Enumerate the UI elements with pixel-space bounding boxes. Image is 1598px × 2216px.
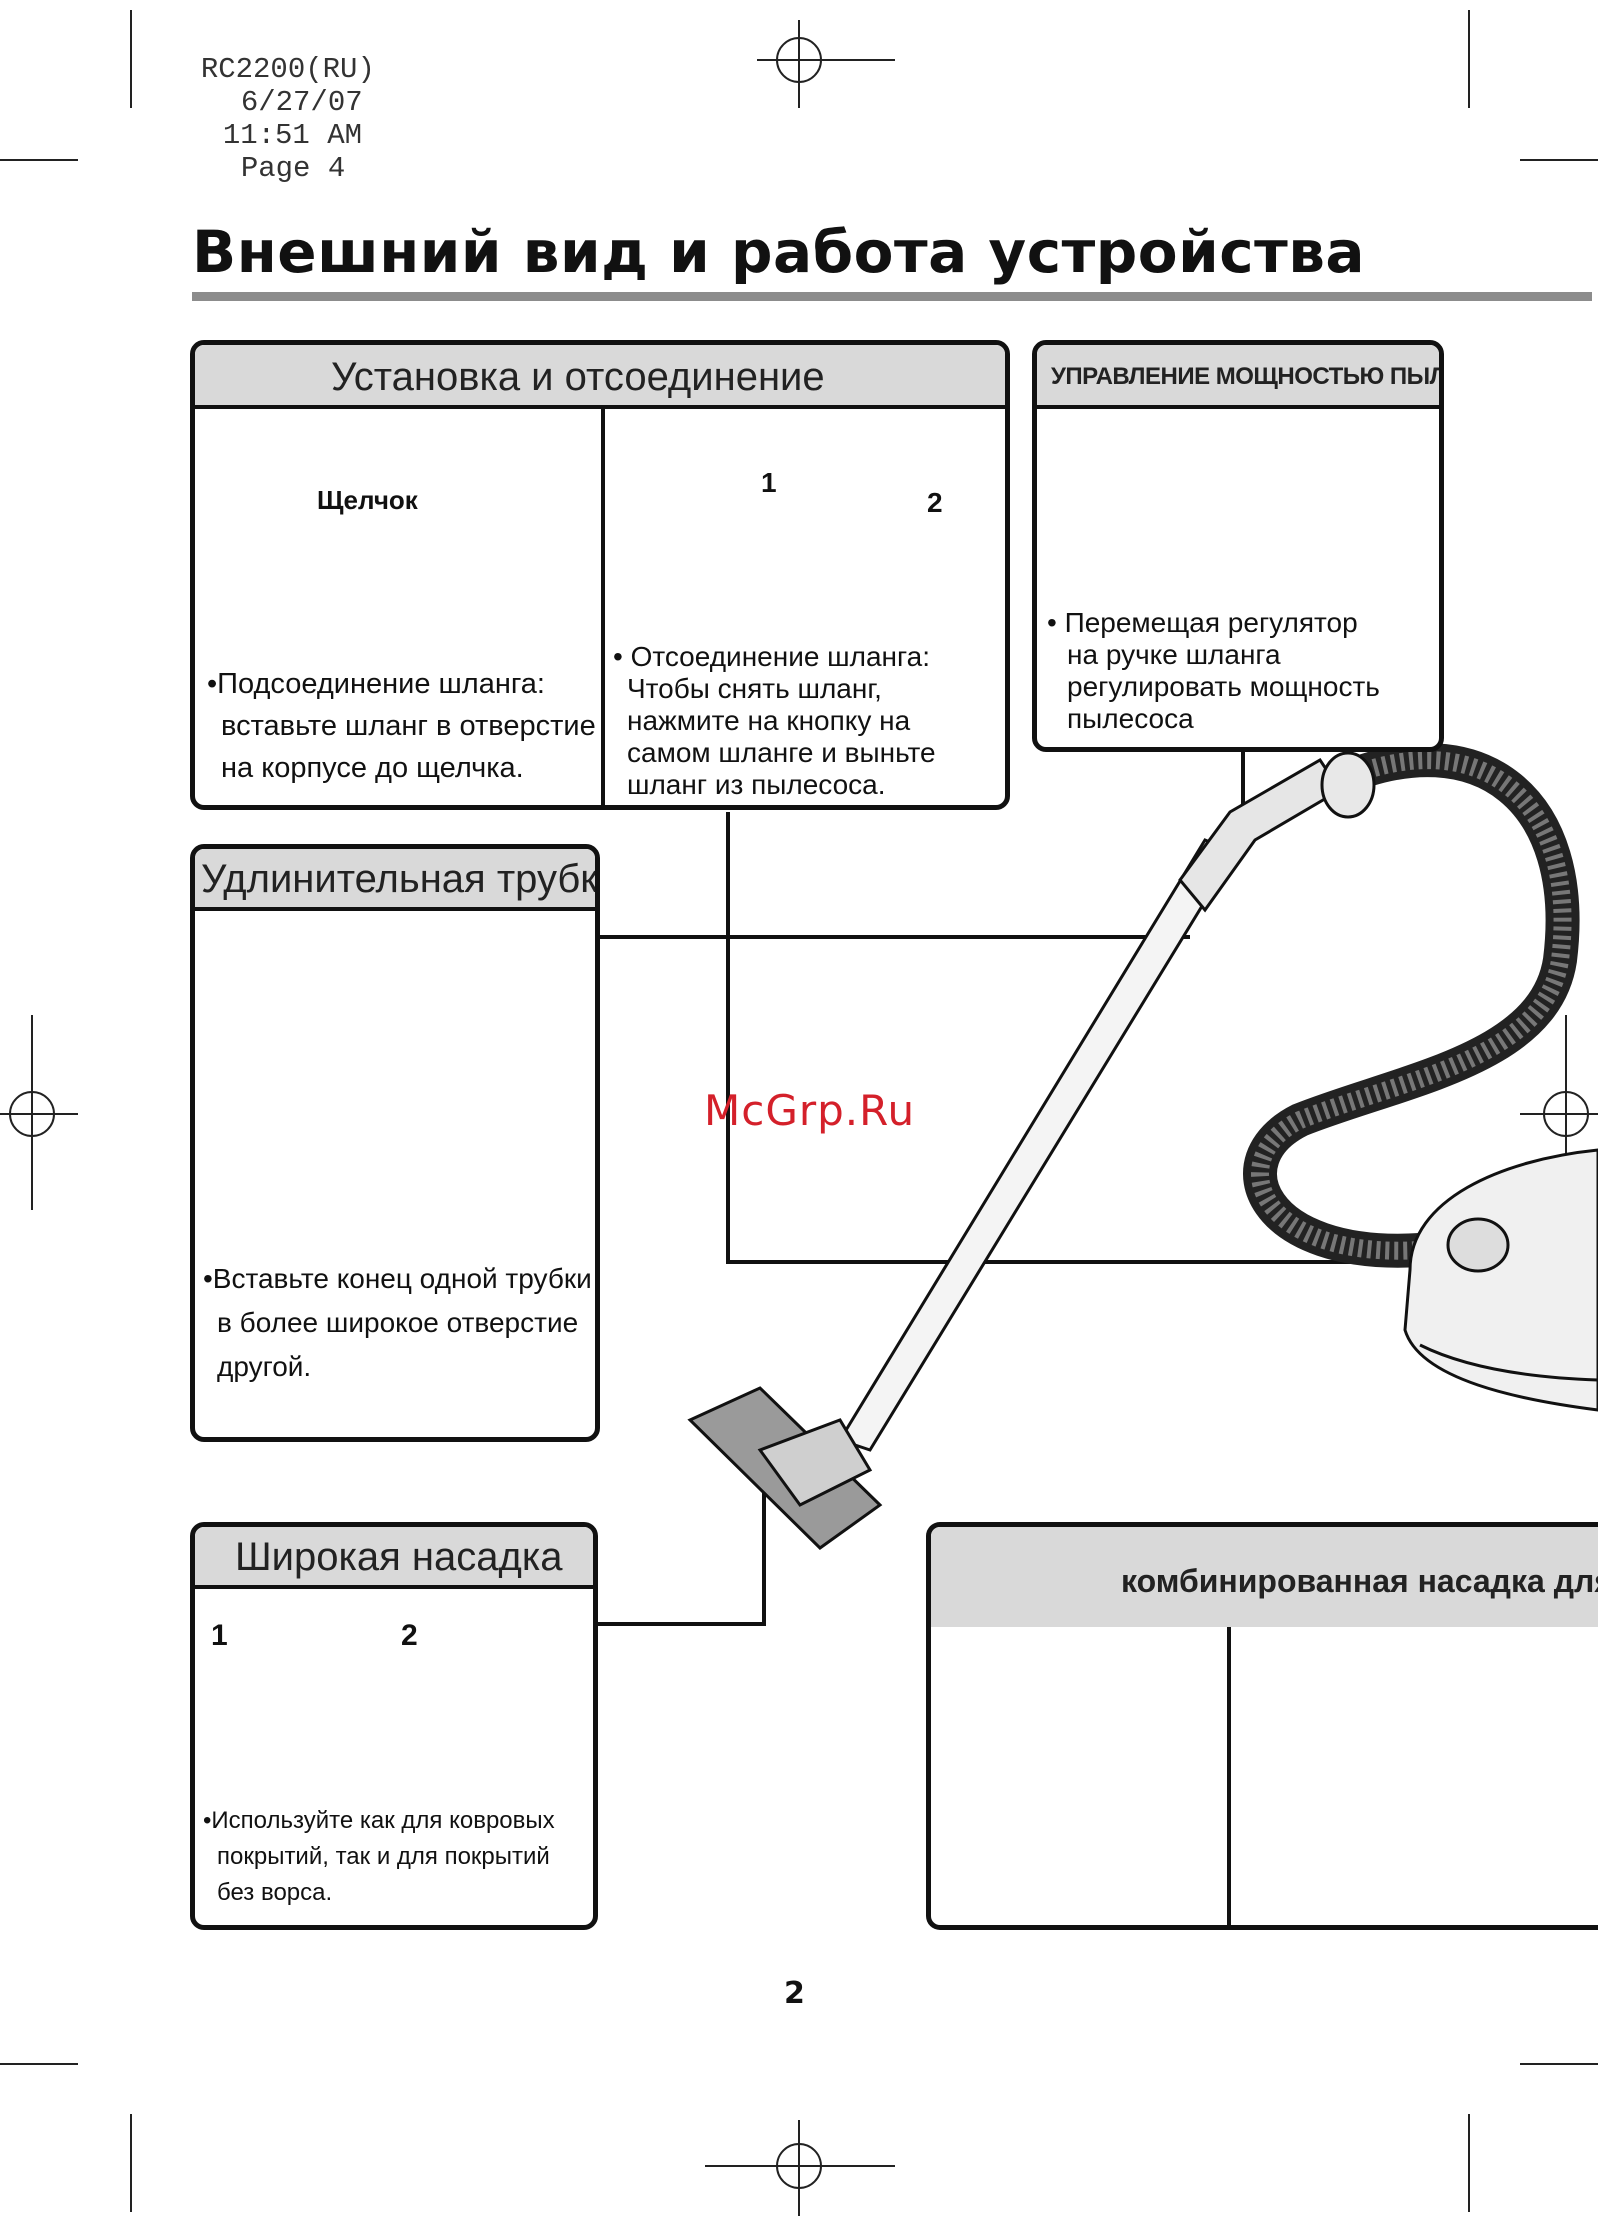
detach-step2-label: 2	[927, 487, 943, 518]
power-panel-line: на ручке шланга	[1067, 639, 1281, 670]
power-panel-header	[1037, 345, 1439, 409]
tube-panel: Удлинительная трубка •Вставьте конец одн…	[190, 844, 600, 1442]
wand-handle	[1178, 757, 1343, 913]
doc-code: RC2200(RU)	[200, 53, 375, 86]
combo-panel: комбинированная насадка для ш	[926, 1522, 1598, 1930]
install-detach-text: • Отсоединение шланга: Чтобы снять шланг…	[613, 641, 1005, 801]
install-panel-divider	[601, 405, 605, 805]
tube-panel-text: •Вставьте конец одной трубки в более шир…	[203, 1257, 595, 1389]
nozzle-mode2-label: 2	[401, 1619, 418, 1652]
vacuum-illustration	[687, 743, 1598, 1550]
tube-panel-header	[195, 849, 595, 911]
install-panel: Установка и отсоединение Щелчок 1 2 •Под…	[190, 340, 1010, 810]
print-header: RC2200(RU) 6/27/07 11:51 AM Page 4	[166, 20, 375, 185]
nozzle-panel-line: без ворса.	[217, 1879, 333, 1906]
detach-step1-label: 1	[761, 467, 777, 498]
power-panel-line: пылесоса	[1067, 703, 1194, 734]
nozzle-panel-line: •Используйте как для ковровых	[203, 1807, 555, 1834]
hose-cuff	[1320, 751, 1376, 819]
install-attach-line: вставьте шланг в отверстие	[221, 710, 596, 742]
page-number: 2	[784, 1976, 805, 2011]
print-date: 6/27/07	[240, 86, 363, 119]
nozzle-panel-line: покрытий, так и для покрытий	[217, 1843, 550, 1870]
tube-panel-line: •Вставьте конец одной трубки	[203, 1263, 592, 1294]
watermark: McGrp.Ru	[704, 1086, 916, 1135]
registration-mark-left	[0, 1015, 78, 1210]
power-panel: УПРАВЛЕНИЕ МОЩНОСТЬЮ ПЫЛЕСОСА • Перемеща…	[1032, 340, 1444, 752]
print-time: 11:51 AM	[222, 119, 363, 152]
install-panel-header	[195, 345, 1005, 409]
power-panel-line: регулировать мощность	[1067, 671, 1380, 702]
combo-panel-divider	[1227, 1627, 1231, 1925]
combo-panel-title: комбинированная насадка для ш	[1121, 1563, 1598, 1599]
install-detach-line: Чтобы снять шланг,	[627, 673, 882, 704]
leader-lines	[594, 752, 1440, 1626]
install-attach-line: на корпусе до щелчка.	[221, 752, 524, 784]
page-title: Внешний вид и работа устройства	[192, 218, 1366, 286]
nozzle-mode1-label: 1	[211, 1619, 228, 1652]
nozzle-panel-header	[195, 1527, 593, 1589]
install-detach-line: шланг из пылесоса.	[627, 769, 886, 800]
registration-mark-bottom	[705, 2120, 895, 2216]
click-label: Щелчок	[317, 485, 418, 515]
crop-marks	[0, 10, 1598, 2212]
tube-panel-title: Удлинительная трубка	[201, 857, 600, 901]
nozzle-panel: Широкая насадка 1 2 •Используйте как для…	[190, 1522, 598, 1930]
install-attach-text: •Подсоединение шланга: вставьте шланг в …	[207, 663, 597, 789]
nozzle-panel-text: •Используйте как для ковровых покрытий, …	[203, 1803, 593, 1911]
install-panel-title: Установка и отсоединение	[331, 355, 825, 399]
registration-mark-top	[757, 20, 895, 108]
install-detach-line: нажмите на кнопку на	[627, 705, 911, 736]
title-rule	[192, 292, 1592, 301]
power-panel-line: • Перемещая регулятор	[1047, 607, 1358, 638]
wand-tube	[837, 838, 1238, 1452]
power-panel-text: • Перемещая регулятор на ручке шланга ре…	[1047, 607, 1439, 735]
install-detach-line: самом шланге и выньте	[627, 737, 936, 768]
print-page-label: Page 4	[240, 152, 346, 185]
nozzle-panel-title: Широкая насадка	[235, 1535, 563, 1579]
tube-panel-line: в более широкое отверстие	[217, 1307, 579, 1338]
power-panel-title: УПРАВЛЕНИЕ МОЩНОСТЬЮ ПЫЛЕСОСА	[1051, 363, 1439, 390]
install-attach-line: •Подсоединение шланга:	[207, 668, 545, 700]
combo-panel-header	[931, 1527, 1598, 1627]
install-detach-line: • Отсоединение шланга:	[613, 641, 930, 672]
tube-panel-line: другой.	[217, 1351, 312, 1382]
vacuum-body	[1403, 1148, 1598, 1412]
